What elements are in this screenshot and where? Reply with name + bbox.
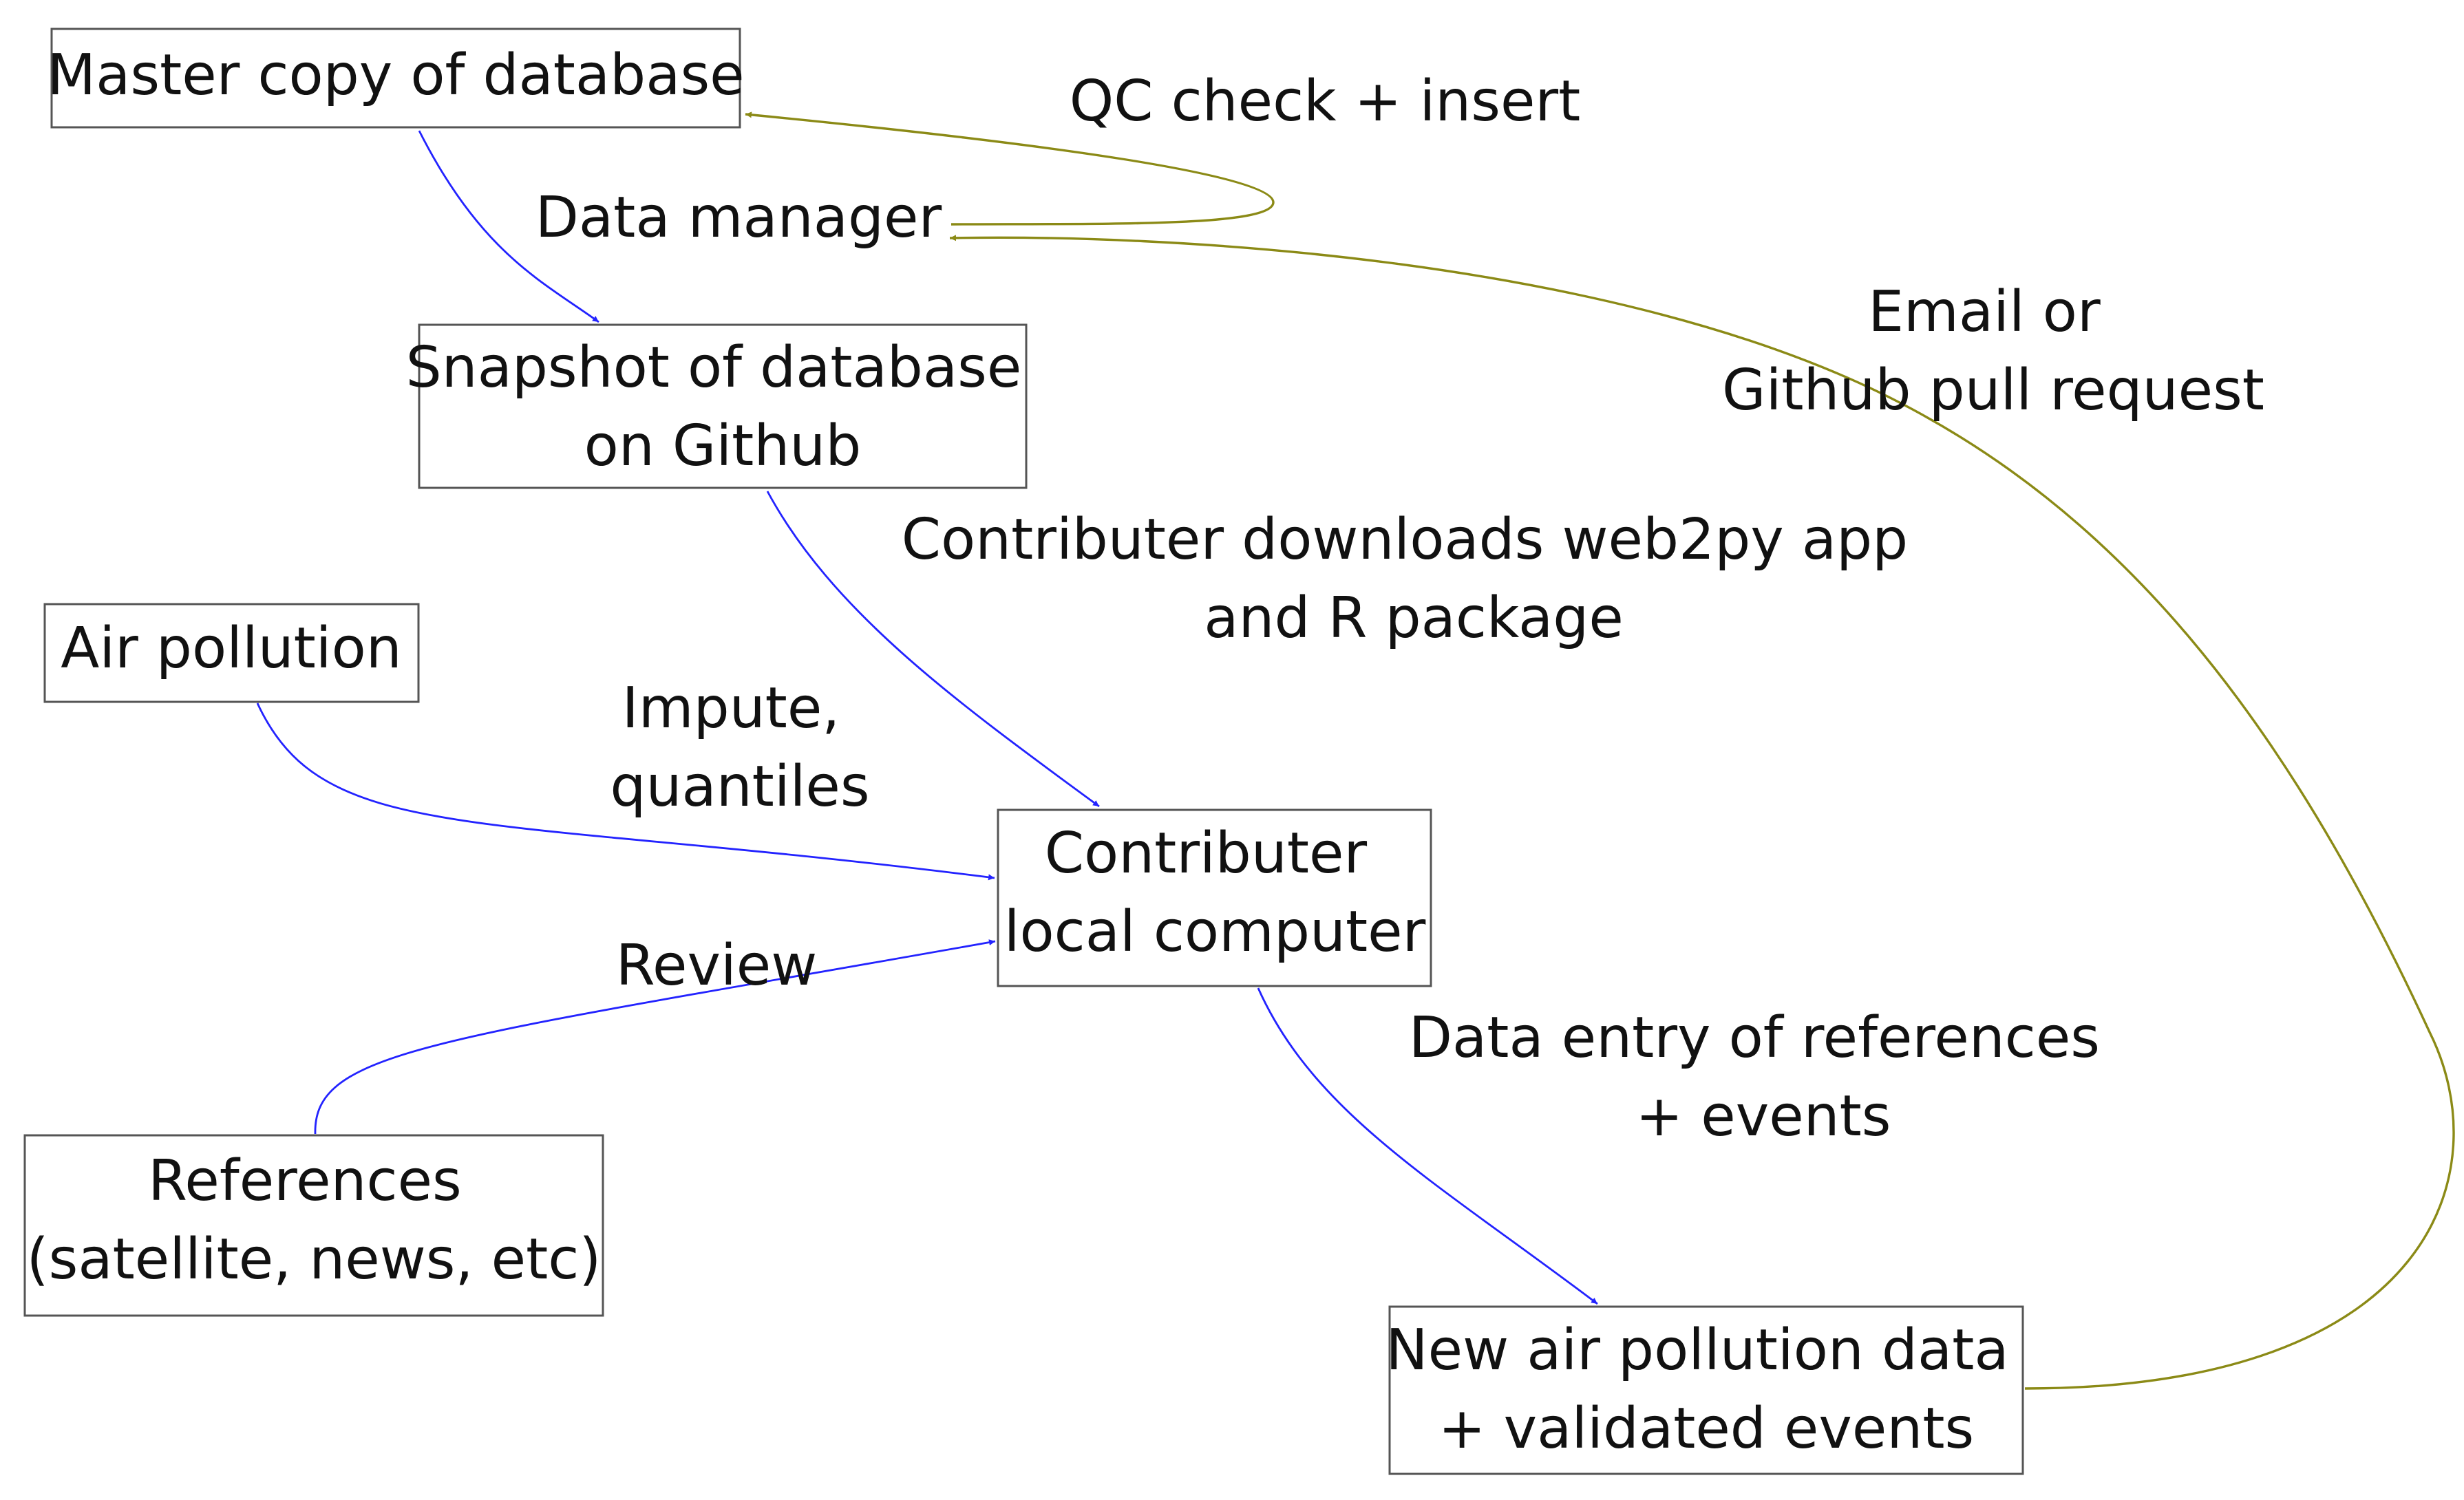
impute-label-line-1: Impute, — [622, 676, 840, 741]
new-data-node: New air pollution data + validated event… — [1385, 1305, 2026, 1475]
references-node-line-1: References — [148, 1148, 462, 1214]
svg-text:QC check + insert: QC check + insert — [1070, 69, 1581, 134]
svg-text:Master copy of database: Master copy of database — [47, 43, 744, 108]
downloads-label-line-1: Contributer downloads web2py app — [902, 507, 1908, 572]
snapshot-node: Snapshot of database on Github — [406, 323, 1040, 489]
air-pollution-node-line-1: Air pollution — [61, 616, 401, 681]
contributer-to-new-data-arrow — [1257, 987, 1598, 1305]
svg-text:Impute, quantiles: Impute, quantiles — [610, 676, 869, 819]
svg-text:Air pollution: Air pollution — [61, 616, 401, 681]
references-node-line-2: (satellite, news, etc) — [27, 1227, 602, 1292]
snapshot-node-line-2: on Github — [584, 414, 862, 479]
new-data-node-line-1: New air pollution data — [1385, 1318, 2008, 1383]
svg-text:New air pollution data: New air pollution data + validated event… — [1385, 1318, 2026, 1461]
references-to-contributer-arrow — [314, 939, 996, 1135]
svg-text:Email or Github pull req: Email or Github pull request — [1722, 279, 2264, 423]
email-label-line-1: Email or — [1868, 279, 2101, 345]
edges — [256, 111, 2455, 1390]
edge-labels: QC check + insert Data manager Email or … — [535, 69, 2264, 1149]
contributer-node: Contributer local computer — [997, 808, 1432, 987]
master-copy-node-line-1: Master copy of database — [47, 43, 744, 108]
contributer-node-line-1: Contributer — [1045, 821, 1368, 886]
air-pollution-to-contributer-arrow — [256, 703, 995, 881]
downloads-label-line-2: and R package — [1204, 586, 1624, 651]
svg-text:Contributer local comp: Contributer local computer — [1004, 821, 1426, 965]
contributer-node-line-2: local computer — [1004, 899, 1426, 965]
master-copy-node: Master copy of database — [47, 28, 745, 129]
references-node: References (satellite, news, etc) — [23, 1134, 604, 1317]
qc-check-label: QC check + insert — [1070, 69, 1581, 134]
email-label-line-2: Github pull request — [1722, 358, 2264, 423]
impute-label-line-2: quantiles — [610, 754, 869, 819]
new-data-to-data-manager-arrow — [949, 235, 2455, 1390]
review-label: Review — [616, 933, 818, 998]
svg-text:Data entry of references: Data entry of references + events — [1409, 1005, 2118, 1149]
svg-text:Snapshot of database o: Snapshot of database on Github — [406, 335, 1040, 479]
svg-text:References (satellite,: References (satellite, news, etc) — [27, 1148, 602, 1292]
data-manager-label: Data manager — [535, 185, 942, 250]
data-manager-to-master-arrow — [745, 111, 1275, 226]
svg-text:Data manager: Data manager — [535, 185, 942, 250]
svg-text:Contributer downloads web2py a: Contributer downloads web2py app and R p… — [902, 507, 1926, 651]
data-entry-label-line-1: Data entry of references — [1409, 1005, 2100, 1071]
snapshot-to-contributer-arrow — [766, 491, 1100, 808]
svg-text:Review: Review — [616, 933, 818, 998]
data-entry-label-line-2: + events — [1635, 1084, 1891, 1149]
air-pollution-node: Air pollution — [43, 603, 420, 703]
master-to-snapshot-arrow — [418, 130, 599, 323]
new-data-node-line-2: + validated events — [1438, 1396, 1974, 1461]
diagram-nodes: Master copy of database Snapshot of data… — [23, 28, 2026, 1475]
snapshot-node-line-1: Snapshot of database — [406, 335, 1022, 400]
